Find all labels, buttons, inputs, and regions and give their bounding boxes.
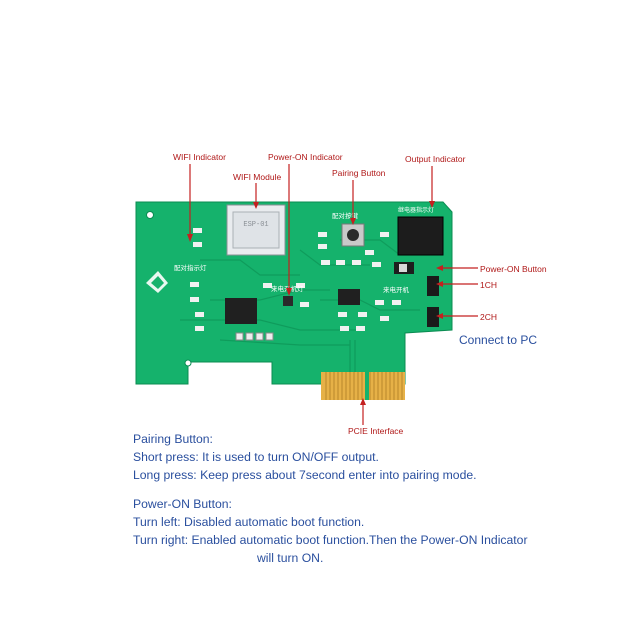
module-label: ESP-01 (243, 221, 268, 229)
mounting-hole (146, 211, 154, 219)
power-on-description: Power-ON Button: Turn left: Disabled aut… (133, 495, 528, 567)
connector-2ch (427, 307, 439, 327)
ic-chip (338, 289, 360, 305)
power-on-indicator-label: Power-ON Indicator (268, 152, 343, 162)
connector-1ch (427, 276, 439, 296)
connect-to-pc-label: Connect to PC (459, 333, 538, 347)
manufacturer-logo (146, 271, 168, 293)
pairing-line: Short press: It is used to turn ON/OFF o… (133, 450, 379, 464)
pcie-gold-fingers (321, 372, 405, 400)
power-on-heading: Power-ON Button: (133, 497, 232, 511)
silk-relay-indicator: 继电器指示灯 (398, 206, 434, 214)
relay (397, 216, 444, 256)
wifi-module-label: WIFI Module (233, 172, 282, 182)
wifi-indicator-label: WIFI Indicator (173, 152, 226, 162)
power-on-slide-switch (394, 262, 414, 274)
pairing-heading: Pairing Button: (133, 432, 213, 446)
power-on-button-label: Power-ON Button (480, 264, 547, 274)
mounting-hole (184, 359, 192, 367)
ch2-label: 2CH (480, 312, 498, 322)
silk-pairing-indicator: 配对指示灯 (174, 263, 207, 272)
output-indicator-label: Output Indicator (405, 154, 466, 164)
power-on-line-continuation: will turn ON. (257, 551, 324, 565)
silk-power-switch: 来电开机 (383, 285, 410, 294)
pairing-switch (341, 223, 365, 247)
pairing-description: Pairing Button: Short press: It is used … (133, 430, 477, 484)
power-on-line: Turn right: Enabled automatic boot funct… (133, 533, 528, 547)
transistor (283, 296, 293, 306)
pcie-interface-label: PCIE Interface (348, 426, 404, 436)
ic-chip (225, 298, 257, 324)
wifi-module (226, 204, 286, 256)
ch1-label: 1CH (480, 280, 498, 290)
pairing-button-label: Pairing Button (332, 168, 386, 178)
silk-pairing-button: 配对按键 (332, 211, 359, 220)
pairing-line: Long press: Keep press about 7second ent… (133, 468, 477, 482)
power-on-line: Turn left: Disabled automatic boot funct… (133, 515, 365, 529)
